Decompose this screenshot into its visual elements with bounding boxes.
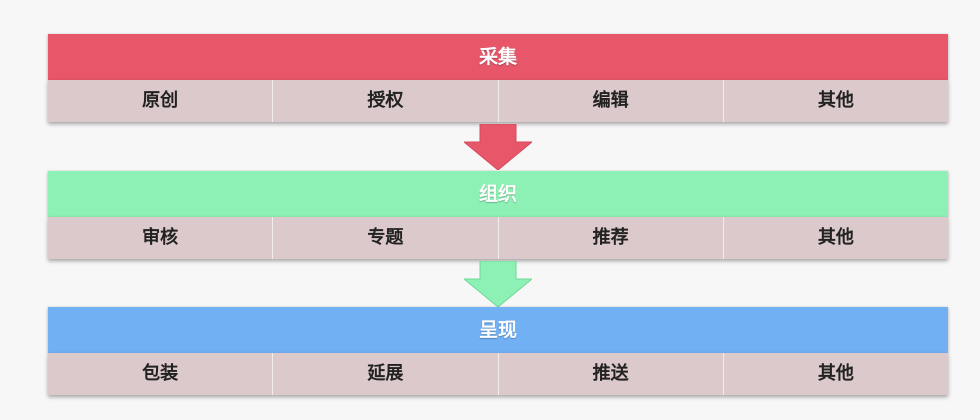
stage-item: 审核 — [142, 227, 179, 248]
stage-item: 其他 — [722, 217, 948, 259]
stage-item: 编辑 — [497, 80, 723, 122]
stage-header-collect: 采集 — [48, 34, 948, 80]
stage-item: 包装 — [142, 363, 179, 384]
stage-item: 推送 — [497, 353, 723, 395]
stage-items-collect: 原创 授权 编辑 其他 — [48, 80, 948, 122]
stage-title: 组织 — [478, 183, 517, 205]
stage-item: 其他 — [722, 80, 948, 122]
stage-title: 采集 — [478, 46, 517, 68]
stage-item: 其他 — [722, 353, 948, 395]
stage-collect: 采集 原创 授权 编辑 其他 — [48, 34, 948, 122]
stage-item: 授权 — [272, 80, 497, 122]
stage-item: 原创 — [142, 90, 179, 111]
stage-header-present: 呈现 — [48, 307, 948, 353]
stage-present: 呈现 包装 延展 推送 其他 — [48, 307, 948, 395]
stage-header-organize: 组织 — [48, 171, 948, 217]
stage-item: 延展 — [272, 353, 497, 395]
stage-organize: 组织 审核 专题 推荐 其他 — [48, 171, 948, 259]
stage-items-organize: 审核 专题 推荐 其他 — [48, 217, 948, 259]
stage-title: 呈现 — [478, 319, 517, 341]
stage-item: 专题 — [272, 217, 497, 259]
down-arrow-icon — [464, 261, 532, 307]
stage-items-present: 包装 延展 推送 其他 — [48, 353, 948, 395]
down-arrow-icon — [464, 124, 532, 170]
stage-item: 推荐 — [497, 217, 723, 259]
